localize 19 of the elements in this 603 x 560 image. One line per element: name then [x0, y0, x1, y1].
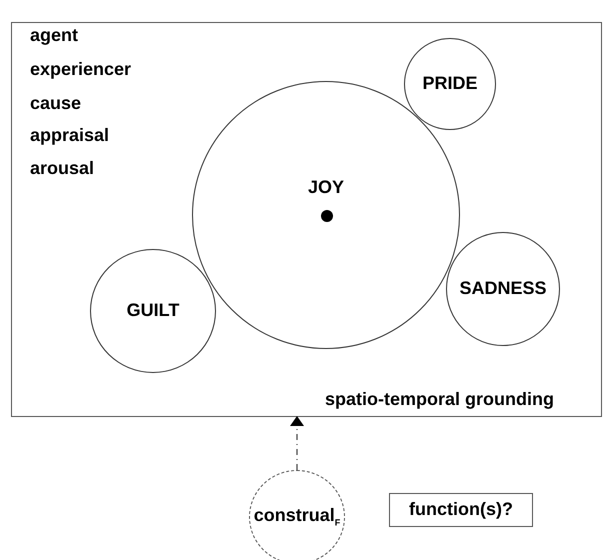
- node-label: PRIDE: [422, 74, 478, 94]
- node-label: spatio-temporal grounding: [325, 390, 554, 410]
- circle: [404, 38, 496, 130]
- node-label: experiencer: [30, 60, 132, 80]
- node-label: GUILT: [126, 301, 180, 321]
- text-box: [389, 493, 533, 527]
- node-label: function(s)?: [409, 500, 513, 520]
- node-label: construal$_{F}$: [254, 506, 340, 528]
- node-label: agent: [30, 26, 78, 46]
- node-label: arousal: [30, 159, 94, 179]
- node-label: SADNESS: [459, 279, 547, 299]
- circle: [90, 249, 216, 373]
- arrow: [290, 416, 304, 470]
- dashed-circle: [249, 470, 345, 560]
- frame-box: [11, 22, 602, 417]
- node-label: cause: [30, 94, 82, 114]
- node-label: appraisal: [30, 126, 110, 146]
- circle: [446, 232, 560, 346]
- node-label: JOY: [306, 178, 346, 198]
